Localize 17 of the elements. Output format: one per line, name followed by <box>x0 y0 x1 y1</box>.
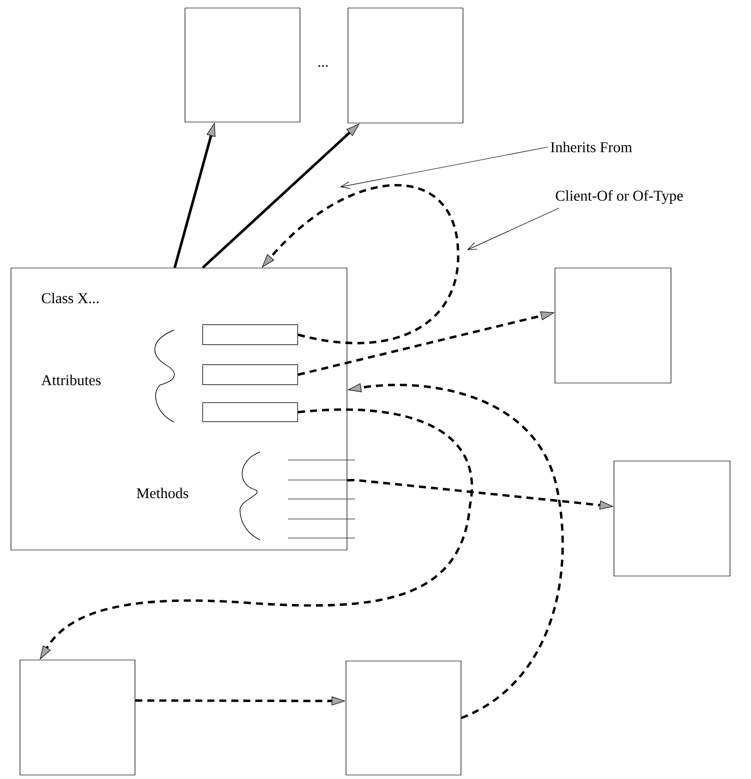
leader-line <box>340 146 548 189</box>
class-box <box>348 8 464 124</box>
class-box <box>614 460 730 576</box>
section-label: Attributes <box>41 374 101 386</box>
class-box <box>554 268 672 384</box>
class-name: Class X... <box>42 292 99 304</box>
ellipsis: ... <box>318 65 328 67</box>
section-label: Methods <box>136 488 188 498</box>
attribute-field <box>202 324 298 345</box>
callout-text: Client-Of or Of-Type <box>556 190 683 204</box>
callout-text: Inherits From <box>550 142 632 152</box>
class-box <box>184 8 300 122</box>
class-box <box>20 660 136 776</box>
class-box <box>346 660 462 776</box>
leader-line <box>467 208 560 250</box>
attribute-field <box>202 402 298 422</box>
attribute-field <box>202 364 298 385</box>
